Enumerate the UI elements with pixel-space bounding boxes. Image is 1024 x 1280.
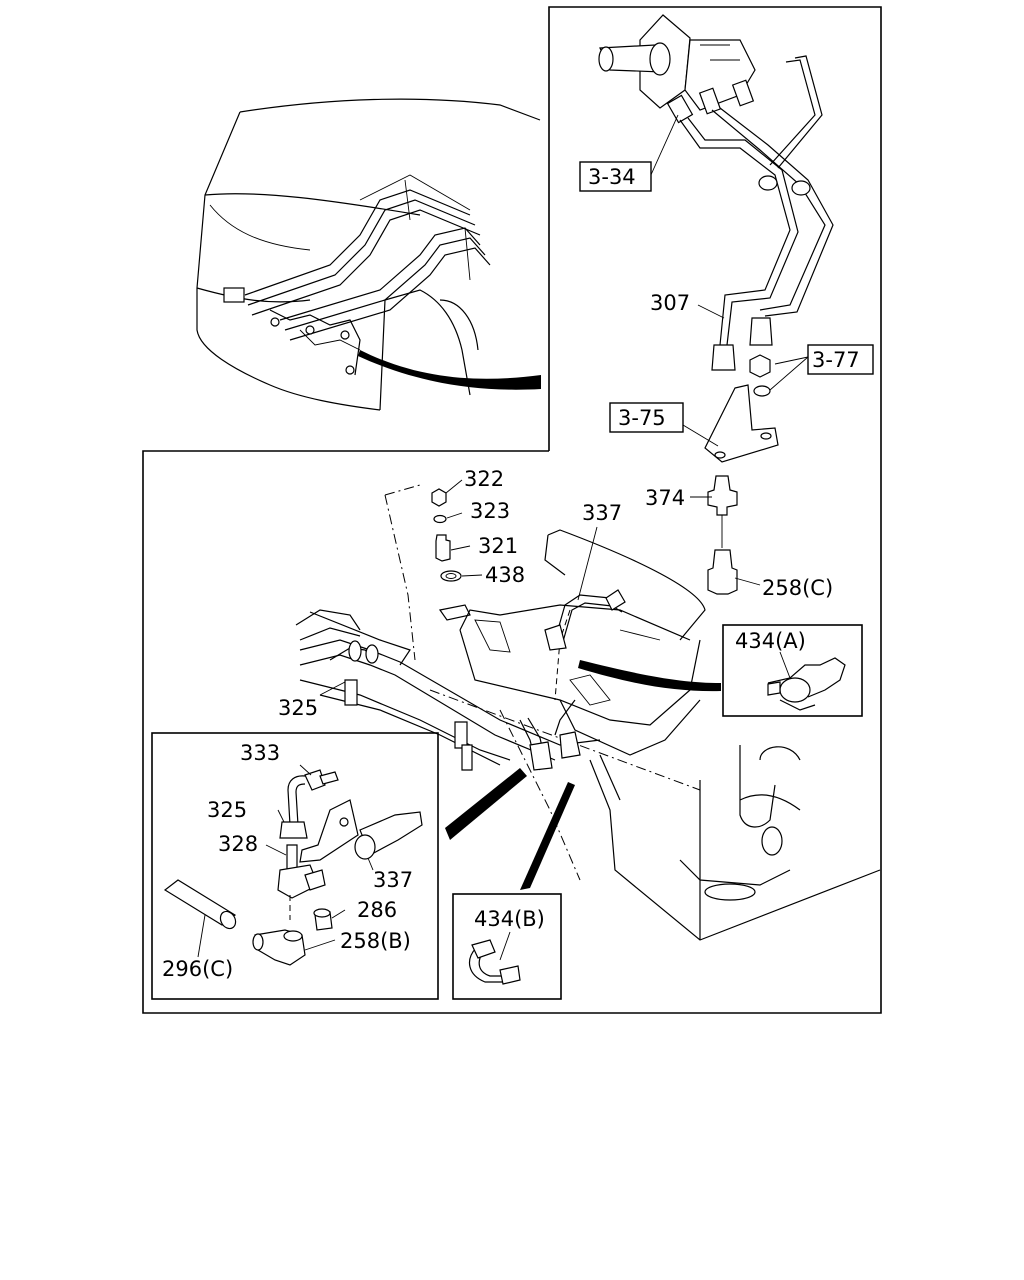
part-label-337-detail: 337 (373, 868, 413, 892)
fittings-detail-illustration (163, 764, 423, 966)
pump-assembly-illustration (598, 14, 834, 595)
ref-box-3-77 (807, 344, 874, 375)
ref-label-3-34: 3-34 (588, 165, 636, 189)
part-label-328: 328 (218, 832, 258, 856)
ref-label-3-75: 3-75 (618, 406, 666, 430)
part-label-374: 374 (645, 486, 685, 510)
ref-box-3-75 (609, 402, 684, 433)
ref-box-3-34 (579, 161, 652, 192)
clip-434a-illustration (767, 651, 846, 711)
part-label-307: 307 (650, 291, 690, 315)
part-label-325-main: 325 (278, 696, 318, 720)
part-label-322: 322 (464, 467, 504, 491)
part-label-434a: 434(A) (735, 629, 806, 653)
cab-overview-illustration (196, 98, 541, 411)
part-label-438: 438 (485, 563, 525, 587)
part-label-323: 323 (470, 499, 510, 523)
part-label-337-top: 337 (582, 501, 622, 525)
part-label-434b: 434(B) (474, 907, 545, 931)
part-label-321: 321 (478, 534, 518, 558)
ref-label-3-77: 3-77 (812, 348, 860, 372)
part-label-296c: 296(C) (162, 957, 233, 981)
part-label-333: 333 (240, 741, 280, 765)
callout-labels: 3-34 3-77 3-75 307 374 258(C) 337 322 32… (162, 161, 874, 981)
clip-434b-illustration (468, 931, 521, 985)
part-label-258c: 258(C) (762, 576, 833, 600)
part-label-258b: 258(B) (340, 929, 411, 953)
part-label-286: 286 (357, 898, 397, 922)
part-label-325-detail: 325 (207, 798, 247, 822)
chassis-main-illustration (295, 479, 881, 941)
diagram-frames (142, 6, 882, 1014)
